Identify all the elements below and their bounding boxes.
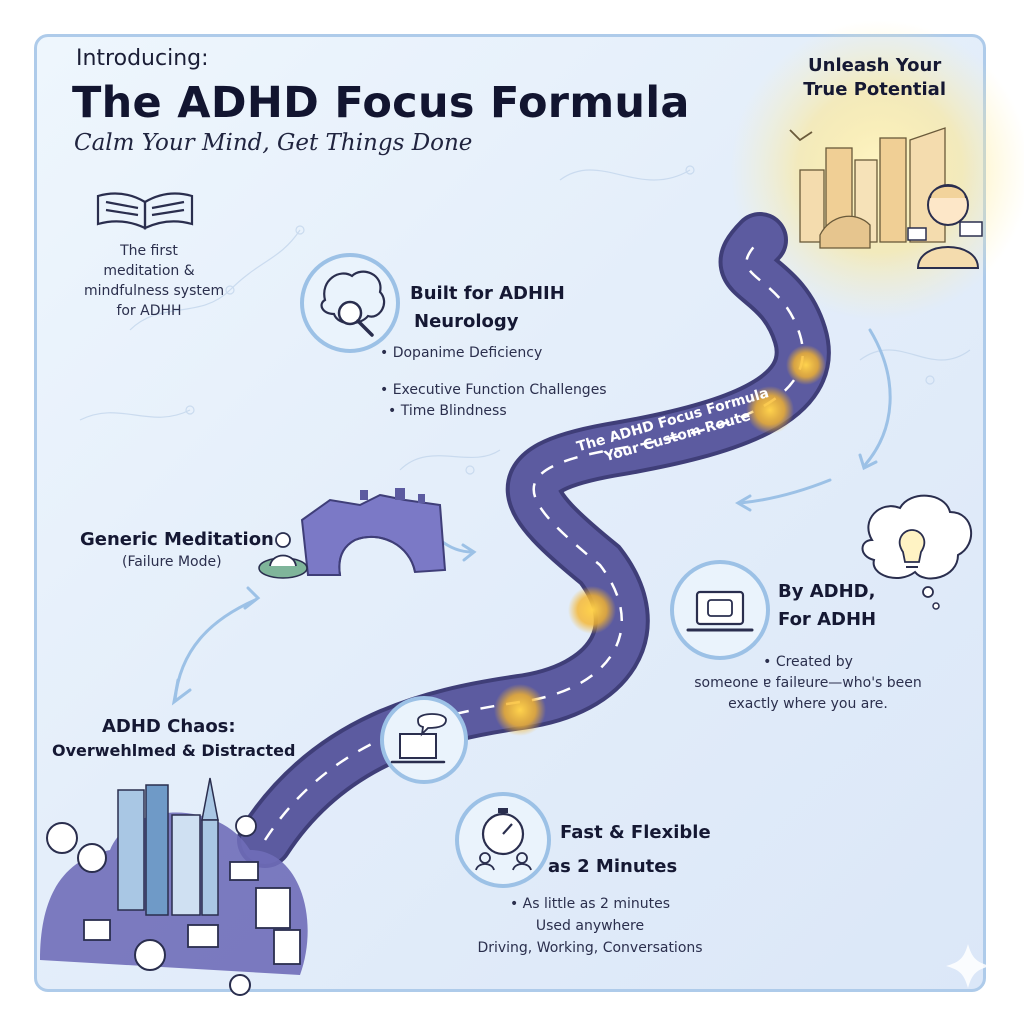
neurology-title-line: Neurology [414,311,519,332]
page-subtitle: Calm Your Mind, Get Things Done [74,130,473,156]
open-book-icon [96,192,194,230]
neurology-bullet: • Time Blindness [388,403,507,419]
book-note-line: mindfulness system [84,283,225,299]
chaos-title: ADHD Chaos: [102,716,236,737]
fast-bullet: • As little as 2 minutes [509,896,671,912]
by-adhd-body-line: • Created by [763,654,853,670]
fast-title-line: as 2 Minutes [548,856,678,877]
generic-meditation-title: Generic Meditation [80,529,274,550]
fast-title-line: Fast & Flexible [560,822,711,843]
potential-line: True Potential [803,79,946,100]
potential-caption: Unleash Your True Potential [803,54,946,102]
potential-line: Unleash Your [808,55,942,76]
brain-magnifier-icon [300,253,400,353]
sparkle-icon [946,944,990,988]
by-adhd-heading: By ADHD, For ADHH [778,578,876,634]
neurology-heading: Built for ADHIH Neurology [410,280,565,336]
page-title: The ADHD Focus Formula [72,78,690,128]
fast-bullet: Driving, Working, Conversations [477,940,703,956]
book-note-line: meditation & [103,263,195,279]
intro-label: Introducing: [76,46,209,71]
custom-route-road [237,212,831,868]
route-glow-stops [494,345,826,736]
by-adhd-title-line: For ADHH [778,609,877,630]
neurology-bullet: • Executive Function Challenges [380,382,607,398]
laptop-chat-icon [380,696,468,784]
book-note-line: for ADHH [116,303,182,319]
by-adhd-body-line: someone ɐ failɐure—who's been [694,675,922,691]
book-note: The first meditation & mindfulness syste… [84,241,225,321]
by-adhd-body: • Created by someone ɐ failɐure—who's be… [690,652,926,715]
by-adhd-body-line: exactly where you are. [728,696,888,712]
lightbulb-icon [861,494,973,610]
city-person-icon [789,127,983,269]
by-adhd-title-line: By ADHD, [778,581,876,602]
book-note-line: The first [120,243,178,259]
fast-bullets: • As little as 2 minutes Used anywhere D… [470,893,710,959]
fast-bullet: Used anywhere [535,918,645,934]
neurology-bullet: • Dopanime Deficiency [380,345,543,361]
chaotic-city-icon [40,777,308,996]
network-background [79,165,971,475]
broken-bridge-icon [258,488,447,579]
laptop-icon [670,560,770,660]
neurology-title-line: Built for ADHIH [410,283,565,304]
generic-meditation-subtitle: (Failure Mode) [122,554,222,570]
chaos-subtitle: Overwehlmed & Distracted [52,741,296,760]
stopwatch-icon [455,792,551,888]
flow-arrows [171,328,892,706]
